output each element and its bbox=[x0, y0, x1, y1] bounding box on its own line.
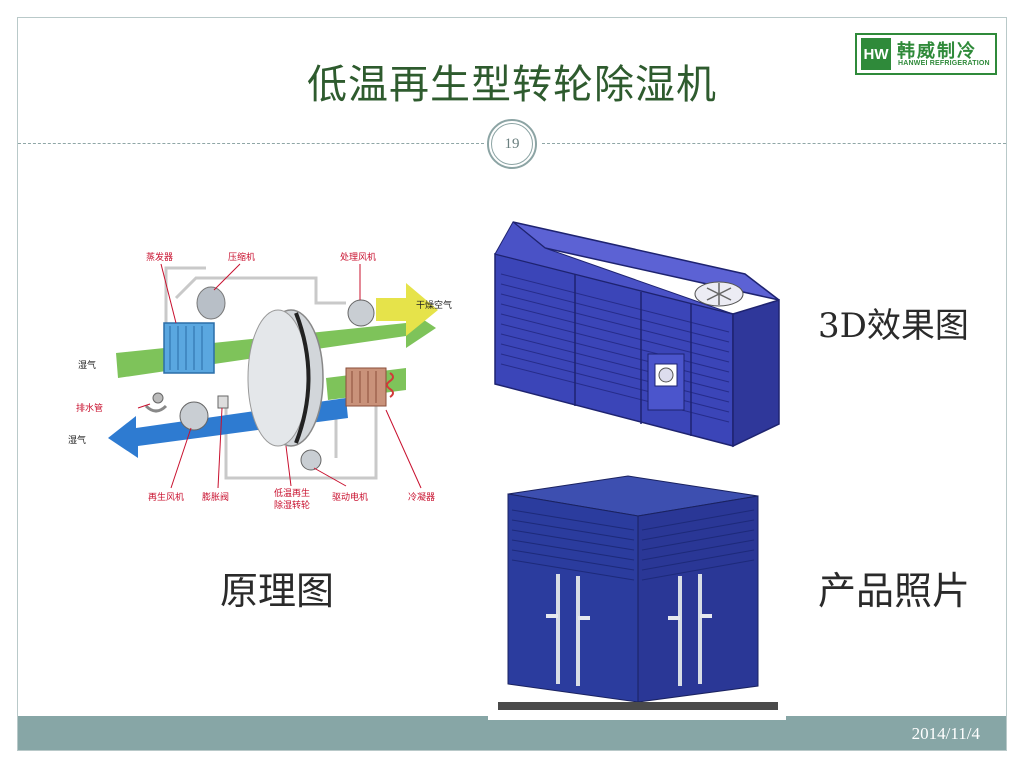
label-wet-air-out: 湿气 bbox=[68, 434, 86, 446]
evaporator-coil bbox=[163, 322, 215, 374]
drive-motor bbox=[300, 449, 322, 471]
label-rotor-line2: 除湿转轮 bbox=[274, 499, 310, 511]
expansion-valve bbox=[217, 395, 229, 409]
label-compressor: 压缩机 bbox=[228, 251, 255, 263]
label-process-fan: 处理风机 bbox=[340, 251, 376, 263]
drain-fitting bbox=[152, 392, 164, 404]
process-fan bbox=[347, 299, 375, 327]
slide-frame bbox=[17, 17, 1007, 751]
label-rotor-line1: 低温再生 bbox=[274, 487, 310, 499]
unit-3d-render bbox=[494, 221, 780, 448]
caption-3d-render: 3D效果图 bbox=[818, 306, 969, 346]
footer-photo-gap bbox=[488, 716, 786, 720]
title-divider-right bbox=[542, 143, 1006, 144]
dry-air-arrow bbox=[376, 283, 438, 336]
slide-title: 低温再生型转轮除湿机 bbox=[307, 62, 717, 108]
label-condenser: 冷凝器 bbox=[408, 491, 435, 503]
regen-fan bbox=[179, 401, 209, 431]
caption-photo: 产品照片 bbox=[818, 569, 971, 613]
label-evaporator: 蒸发器 bbox=[146, 251, 173, 263]
compressor bbox=[196, 286, 226, 320]
caption-principle: 原理图 bbox=[220, 569, 335, 613]
label-drain-pipe: 排水管 bbox=[76, 402, 103, 414]
label-dry-air: 干燥空气 bbox=[416, 299, 452, 311]
label-drive-motor: 驱动电机 bbox=[332, 491, 368, 503]
logo-english-name: HANWEI REFRIGERATION bbox=[898, 60, 990, 67]
logo-chinese-name: 韩威制冷 bbox=[897, 41, 977, 62]
title-divider-left bbox=[18, 143, 484, 144]
logo-mark: HW bbox=[861, 38, 891, 70]
label-expansion-valve: 膨胀阀 bbox=[202, 491, 229, 503]
label-wet-air-in: 湿气 bbox=[78, 359, 96, 371]
label-regen-fan: 再生风机 bbox=[148, 491, 184, 503]
condenser-coil bbox=[345, 367, 387, 407]
principle-diagram: 蒸发器 压缩机 处理风机 干燥空气 湿气 排水管 湿气 再生风机 膨胀阀 低温再… bbox=[68, 251, 452, 511]
company-logo: HW 韩威制冷 HANWEI REFRIGERATION bbox=[855, 33, 997, 75]
product-photo bbox=[488, 464, 786, 716]
page-number-badge: 19 bbox=[487, 119, 537, 169]
slide-date: 2014/11/4 bbox=[911, 724, 980, 743]
page-number: 19 bbox=[491, 123, 533, 165]
footer-bar bbox=[18, 716, 1006, 750]
